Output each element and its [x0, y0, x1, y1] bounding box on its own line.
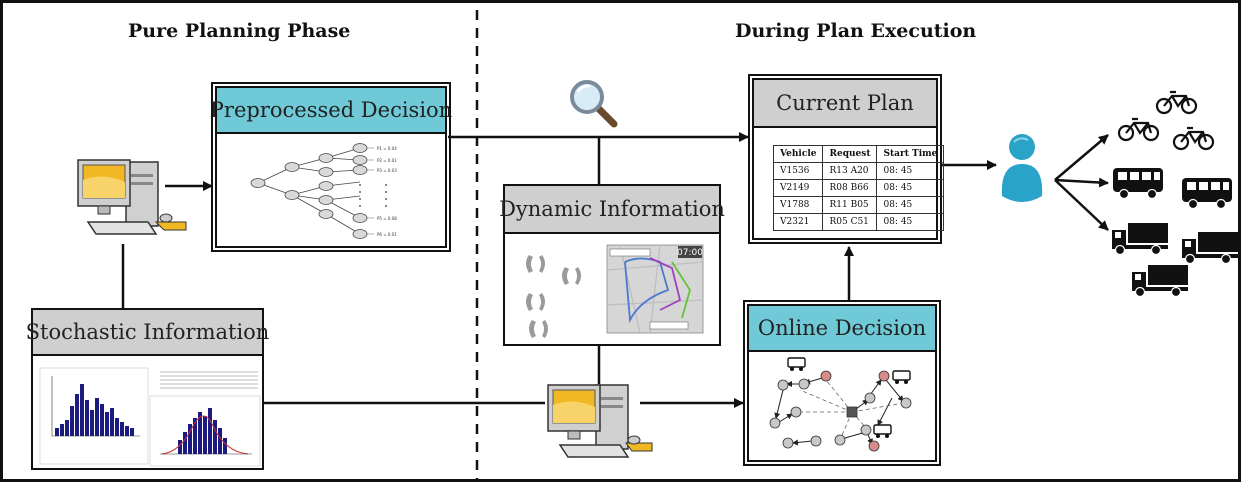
plan-header-request: Request — [822, 145, 878, 163]
plan-cell: R08 B66 — [822, 179, 878, 197]
preprocessed-decision-title: Preprocessed Decision — [210, 88, 452, 134]
person-to-buses-arrow — [1054, 177, 1109, 188]
person-to-bicycles-arrow — [1054, 134, 1109, 181]
stochastic-information-title: Stochastic Information — [26, 310, 269, 356]
dynamic-information-box: Dynamic Information — [499, 184, 725, 346]
plan-cell: V1536 — [772, 162, 824, 180]
plan-cell: R11 B05 — [822, 196, 878, 214]
online-decision-box: Online Decision — [743, 300, 941, 466]
person-to-trucks-arrow — [1054, 179, 1109, 231]
plan-cell: V2321 — [772, 213, 824, 231]
plan-cell: 08: 45 — [876, 179, 945, 197]
phase-title-execution: During Plan Execution — [735, 20, 977, 42]
table-row: V2321 R05 C51 08: 45 — [772, 213, 945, 231]
stochastic-information-box: Stochastic Information — [26, 308, 269, 470]
table-row: V1536 R13 A20 08: 45 — [772, 162, 945, 180]
plan-cell: 08: 45 — [876, 213, 945, 231]
phase-title-planning: Pure Planning Phase — [128, 20, 351, 42]
online-decision-title: Online Decision — [749, 306, 935, 352]
plan-cell: R13 A20 — [822, 162, 878, 180]
plan-cell: 08: 45 — [876, 196, 945, 214]
plan-cell: V1788 — [772, 196, 824, 214]
plan-cell: R05 C51 — [822, 213, 878, 231]
plan-table: Vehicle Request Start Time V1536 R13 A20… — [772, 145, 945, 231]
preprocessed-decision-box: Preprocessed Decision — [210, 82, 452, 252]
table-row: V1788 R11 B05 08: 45 — [772, 196, 945, 214]
plan-cell: 08: 45 — [876, 162, 945, 180]
table-row: V2149 R08 B66 08: 45 — [772, 179, 945, 197]
dynamic-information-title: Dynamic Information — [499, 186, 725, 234]
plan-header-start-time: Start Time — [876, 145, 945, 163]
current-plan-title: Current Plan — [754, 80, 936, 128]
plan-cell: V2149 — [772, 179, 824, 197]
plan-header-vehicle: Vehicle — [772, 145, 824, 163]
